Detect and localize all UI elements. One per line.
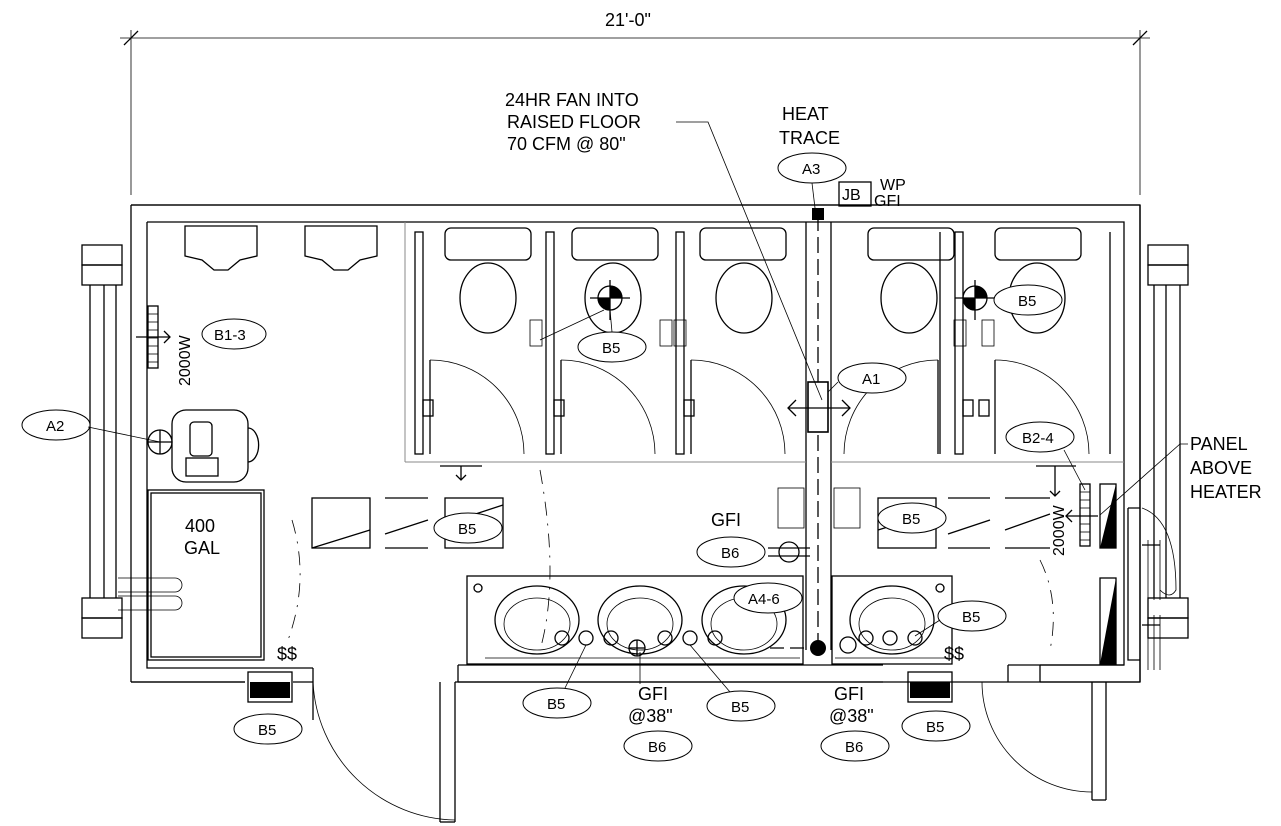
fan-leader: [676, 121, 823, 401]
svg-text:B5: B5: [902, 511, 920, 528]
entry-light-left: [247, 671, 293, 703]
panel-note-line2: ABOVE: [1190, 458, 1252, 478]
urinal: [184, 225, 258, 271]
heat-trace-line2: TRACE: [779, 128, 840, 148]
svg-text:B1-3: B1-3: [214, 327, 246, 344]
entry-light-right: [907, 671, 953, 703]
left-exterior-rail: [81, 244, 123, 639]
sink: [849, 585, 935, 655]
circuit-tag-b6-counter-left: B6: [623, 730, 693, 762]
circuit-tag-b5-sink-mid: B5: [706, 690, 776, 722]
stall-door-swings: [429, 359, 1090, 455]
toilet: [994, 227, 1082, 334]
circuit-tag-b5-corridor-right: B5: [877, 502, 947, 534]
corridor-markings: [287, 469, 1054, 651]
gfi-wall-label: GFI: [711, 510, 741, 530]
circuit-tag-a2: A2: [21, 409, 91, 441]
circuit-tag-b5-sink-right: B5: [937, 600, 1007, 632]
gfi-label-top: GFI: [874, 193, 901, 210]
circuit-tag-b5-stall-right: B5: [993, 284, 1063, 316]
urinal: [304, 225, 378, 271]
overall-dimension: 21'-0": [120, 10, 1150, 195]
grab-bars: [529, 319, 995, 347]
svg-text:B5: B5: [602, 340, 620, 357]
circuit-tag-a3: A3: [777, 152, 847, 184]
storage-tank: 400 GAL: [118, 489, 265, 661]
tank-capacity: 400: [185, 516, 215, 536]
svg-text:B5: B5: [547, 696, 565, 713]
fan-note-line1: 24HR FAN INTO: [505, 90, 639, 110]
water-heater-unit: [171, 409, 260, 483]
svg-text:B5: B5: [962, 609, 980, 626]
heat-trace-chase: [770, 208, 829, 656]
toilet: [867, 227, 955, 334]
wp-label: WP: [880, 177, 906, 194]
circuit-tag-b5-door-right: B5: [901, 710, 971, 742]
circuit-tag-b6-wall: B6: [696, 536, 766, 568]
exterior-door-right: [981, 681, 1107, 801]
svg-text:B5: B5: [926, 719, 944, 736]
svg-text:A3: A3: [802, 161, 820, 178]
circuit-tag-b5-stall: B5: [577, 331, 647, 363]
wall-heater-right: 2000W: [1051, 483, 1098, 556]
gfi-outlet-icon: [768, 541, 810, 563]
thermostat-marks: [440, 465, 1076, 497]
gfi-counter-left: GFI: [638, 684, 668, 704]
exhaust-fan-icon: [955, 280, 995, 320]
exterior-door-left: [312, 681, 456, 823]
toilet: [571, 227, 659, 334]
heat-trace-line1: HEAT: [782, 104, 829, 124]
svg-text:B2-4: B2-4: [1022, 430, 1054, 447]
building-shell: [130, 204, 1141, 683]
heater-wattage-left: 2000W: [177, 334, 194, 386]
circuit-tag-b5-sink-left: B5: [522, 687, 592, 719]
panel-note-line1: PANEL: [1190, 434, 1248, 454]
sink: [494, 585, 580, 655]
jb-label: JB: [842, 187, 861, 204]
svg-text:B5: B5: [731, 699, 749, 716]
svg-text:B6: B6: [845, 739, 863, 756]
fan-icon: [787, 399, 851, 417]
svg-text:B5: B5: [458, 521, 476, 538]
wall-heater-left: 2000W: [136, 305, 194, 386]
dimension-label: 21'-0": [605, 10, 651, 30]
circuit-tag-b1-3: B1-3: [201, 318, 267, 350]
gfi-counter-right: GFI: [834, 684, 864, 704]
svg-text:B5: B5: [1018, 293, 1036, 310]
junction-box: JB: [838, 181, 872, 207]
toilet: [699, 227, 787, 334]
panel-leader: [1099, 443, 1188, 516]
circuit-tag-b6-counter-right: B6: [820, 730, 890, 762]
toilet: [444, 227, 532, 334]
circuit-tag-b2-4: B2-4: [1005, 421, 1075, 453]
gfi-counter-right-height: @38": [829, 706, 874, 726]
fan-note-line3: 70 CFM @ 80": [507, 134, 626, 154]
electrical-panel: [1099, 483, 1177, 670]
svg-text:B5: B5: [258, 722, 276, 739]
panel-note-line3: HEATER: [1190, 482, 1262, 502]
vanity-counter: [466, 575, 953, 665]
svg-text:A1: A1: [862, 371, 880, 388]
gfi-counter-left-height: @38": [628, 706, 673, 726]
dollar-mark-right: $$: [944, 644, 964, 664]
svg-text:B6: B6: [648, 739, 666, 756]
svg-text:A2: A2: [46, 418, 64, 435]
heater-wattage-right: 2000W: [1051, 504, 1068, 556]
stall-partitions: [414, 231, 1111, 455]
circuit-tag-b5-corridor-left: B5: [433, 512, 503, 544]
circuit-tag-b5-door-left: B5: [233, 713, 303, 745]
tank-unit: GAL: [184, 538, 220, 558]
circuit-tag-a1: A1: [837, 362, 907, 394]
circuit-tag-a4-6: A4-6: [733, 582, 803, 614]
svg-text:A4-6: A4-6: [748, 591, 780, 608]
dollar-mark-left: $$: [277, 644, 297, 664]
svg-text:B6: B6: [721, 545, 739, 562]
fan-note-line2: RAISED FLOOR: [507, 112, 641, 132]
